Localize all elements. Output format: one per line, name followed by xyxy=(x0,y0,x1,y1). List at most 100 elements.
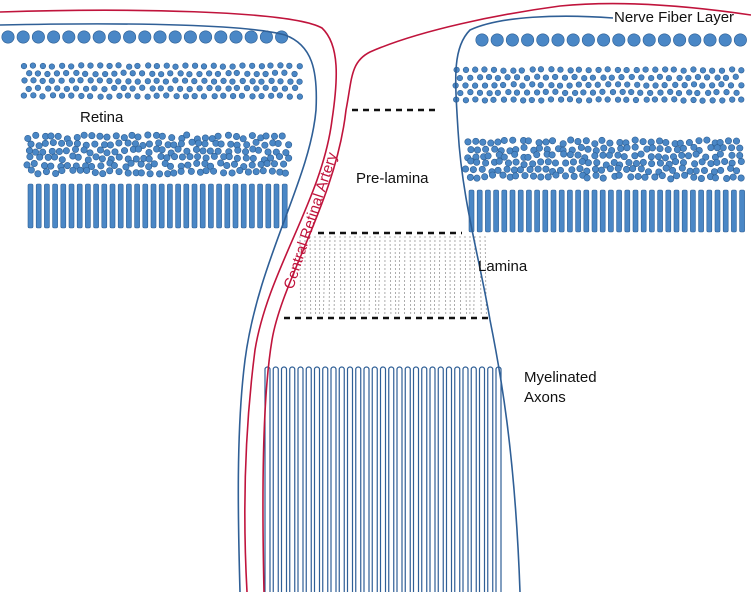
outer-nuclear-cell xyxy=(494,138,502,146)
photoreceptor-rod xyxy=(199,183,206,229)
inner-nuclear-cell xyxy=(277,62,284,69)
inner-nuclear-cell xyxy=(49,92,57,99)
inner-nuclear-cell xyxy=(709,67,716,74)
outer-nuclear-cell xyxy=(592,171,600,179)
outer-nuclear-cell xyxy=(566,151,574,159)
outer-nuclear-cell xyxy=(491,145,499,153)
outer-nuclear-cell xyxy=(516,166,524,174)
outer-nuclear-cell xyxy=(672,158,680,166)
inner-nuclear-cell xyxy=(129,85,136,92)
outer-nuclear-cell xyxy=(500,136,508,144)
outer-nuclear-cell xyxy=(651,173,659,181)
inner-nuclear-cell xyxy=(566,96,574,103)
outer-nuclear-cell xyxy=(567,136,575,144)
outer-nuclear-cell xyxy=(158,146,166,154)
outer-nuclear-cell xyxy=(690,143,698,151)
inner-nuclear-cell xyxy=(542,88,549,95)
outer-nuclear-cell xyxy=(593,159,601,167)
myelinated-axon xyxy=(363,366,370,592)
inner-nuclear-cell xyxy=(681,82,688,89)
ganglion-cell xyxy=(597,33,611,47)
photoreceptor-rod xyxy=(52,183,58,229)
inner-nuclear-cell xyxy=(287,78,294,85)
outer-nuclear-cell xyxy=(101,141,109,149)
inner-nuclear-cell xyxy=(262,84,269,91)
outer-nuclear-cell xyxy=(691,160,699,168)
inner-nuclear-cell xyxy=(500,96,508,103)
inner-nuclear-cell xyxy=(167,70,174,77)
inner-nuclear-cell xyxy=(486,90,493,97)
outer-nuclear-cell xyxy=(676,139,684,147)
outer-nuclear-cell xyxy=(233,132,241,140)
photoreceptor-rod xyxy=(27,183,34,229)
outer-nuclear-cell xyxy=(163,154,171,162)
inner-nuclear-cell xyxy=(510,67,517,74)
ganglion-cell xyxy=(490,33,504,47)
inner-nuclear-cell xyxy=(670,66,677,73)
inner-nuclear-cell xyxy=(163,62,170,69)
inner-nuclear-cell xyxy=(529,81,536,88)
ganglion-cell xyxy=(475,33,489,47)
inner-nuclear-cell xyxy=(286,62,293,69)
outer-nuclear-cell xyxy=(617,145,625,153)
inner-nuclear-cell xyxy=(580,89,587,96)
inner-nuclear-cell xyxy=(172,63,179,70)
inner-nuclear-cell xyxy=(699,82,706,89)
myelinated-axon xyxy=(280,366,288,592)
outer-nuclear-cell xyxy=(264,148,272,156)
inner-nuclear-cell xyxy=(291,70,298,78)
outer-nuclear-cell xyxy=(662,139,670,147)
ganglion-cell xyxy=(153,30,167,44)
outer-nuclear-cell xyxy=(537,173,545,181)
inner-nuclear-cell xyxy=(733,89,740,96)
myelinated-axon xyxy=(404,366,411,592)
inner-nuclear-cell xyxy=(467,74,474,81)
outer-nuclear-cell xyxy=(503,165,511,173)
myelinated-axon xyxy=(388,366,395,592)
outer-nuclear-cell xyxy=(242,154,250,162)
outer-nuclear-cell xyxy=(728,144,736,152)
photoreceptor-rod xyxy=(657,189,663,233)
inner-nuclear-cell xyxy=(21,77,28,84)
outer-nuclear-cell xyxy=(80,131,88,139)
outer-nuclear-cell xyxy=(156,170,164,178)
outer-nuclear-cell xyxy=(217,140,225,148)
myelinated-axon xyxy=(421,366,428,592)
inner-nuclear-cell xyxy=(77,77,84,84)
inner-nuclear-cell xyxy=(500,67,507,74)
outer-nuclear-cell xyxy=(637,150,645,158)
inner-nuclear-cell xyxy=(111,70,118,77)
inner-nuclear-cell xyxy=(537,66,545,73)
ganglion-cell xyxy=(703,33,717,47)
outer-nuclear-cell xyxy=(574,137,582,145)
outer-nuclear-cell xyxy=(606,139,614,147)
lamina-strand xyxy=(374,235,377,317)
right-retina-layers xyxy=(452,33,747,233)
inner-nuclear-cell xyxy=(82,70,89,77)
inner-nuclear-cell xyxy=(694,73,702,81)
outer-nuclear-cell xyxy=(243,141,251,149)
outer-nuclear-cell xyxy=(177,140,185,148)
inner-nuclear-cell xyxy=(614,66,622,74)
inner-nuclear-cell xyxy=(68,63,75,70)
inner-nuclear-cell xyxy=(651,96,659,103)
outer-nuclear-cell xyxy=(112,132,120,140)
outer-nuclear-cell xyxy=(49,139,57,147)
outer-nuclear-cell xyxy=(121,147,129,155)
inner-nuclear-cell xyxy=(714,74,721,81)
photoreceptor-rod xyxy=(542,189,549,233)
inner-nuclear-cell xyxy=(685,74,692,82)
outer-nuclear-cell xyxy=(467,157,475,165)
inner-nuclear-cell xyxy=(490,66,498,73)
inner-nuclear-cell xyxy=(163,92,170,99)
outer-nuclear-cell xyxy=(73,133,81,141)
outer-nuclear-cell xyxy=(178,153,186,161)
inner-nuclear-cell xyxy=(106,62,113,70)
outer-nuclear-cell xyxy=(702,153,710,161)
outer-nuclear-cell xyxy=(267,154,275,162)
photoreceptor-rod xyxy=(224,183,231,229)
outer-nuclear-cell xyxy=(115,168,123,176)
outer-nuclear-cell xyxy=(42,168,50,176)
outer-nuclear-cell xyxy=(562,159,570,167)
inner-nuclear-cell xyxy=(566,82,573,89)
